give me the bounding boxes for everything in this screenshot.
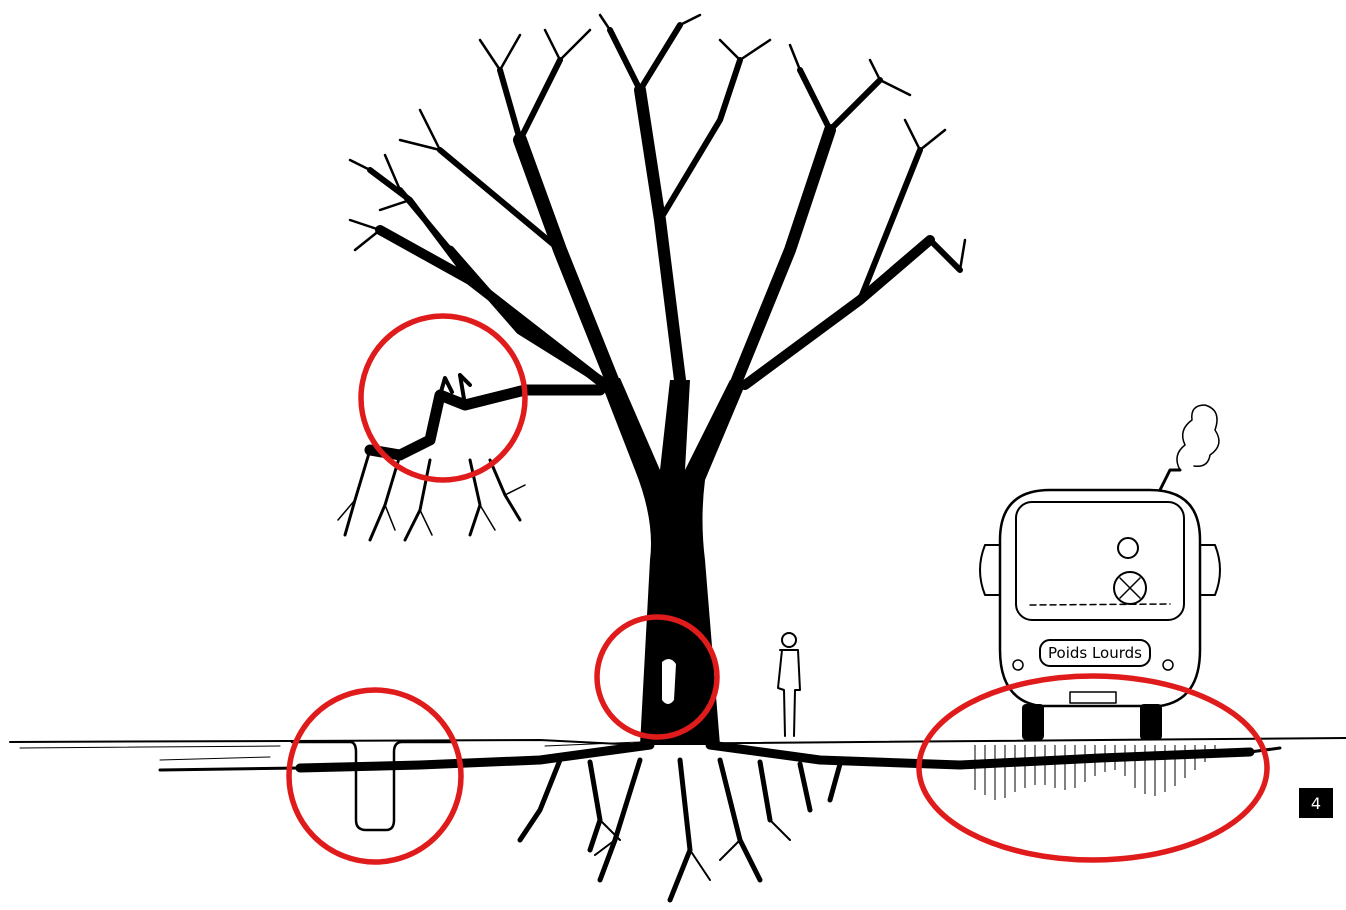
circle-highlight-icon: [289, 690, 461, 862]
tree-icon: [338, 15, 965, 745]
trench: [292, 742, 455, 830]
corner-mark: 4: [1299, 788, 1333, 818]
person-icon: [778, 633, 800, 736]
corner-mark-number: 4: [1311, 794, 1321, 813]
roots: [160, 745, 1280, 900]
vehicle-label: Poids Lourds: [1048, 644, 1142, 662]
